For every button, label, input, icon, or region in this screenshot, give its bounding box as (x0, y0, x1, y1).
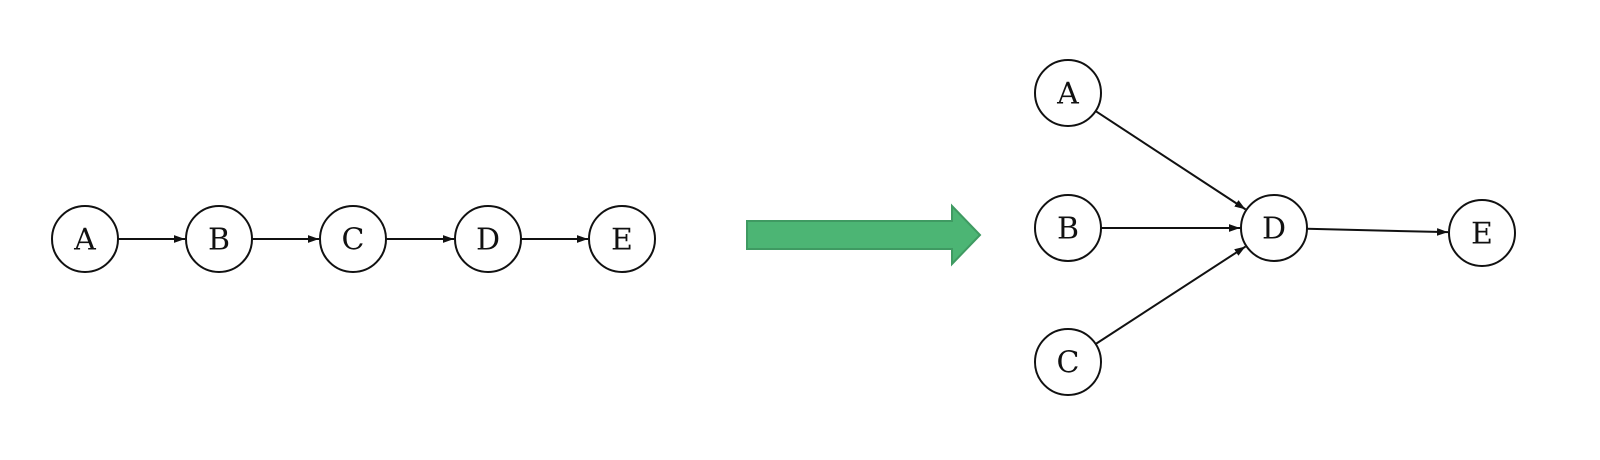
left-node-circle (51, 205, 119, 273)
left-node-label: A (73, 223, 96, 258)
right-node-label: A (1056, 77, 1079, 112)
left-node-d: D (454, 205, 522, 273)
left-node-label: C (342, 223, 365, 258)
right-node-c: C (1034, 328, 1102, 396)
right-node-circle (1034, 328, 1102, 396)
left-node-a: A (51, 205, 119, 273)
left-node-c: C (319, 205, 387, 273)
right-edge-d-e (1306, 227, 1449, 236)
right-edge-c-d (1095, 245, 1247, 345)
right-node-label: D (1262, 212, 1286, 247)
right-node-label: B (1057, 212, 1079, 247)
left-node-circle (319, 205, 387, 273)
right-edge-a-d (1095, 110, 1247, 211)
left-node-e: E (588, 205, 656, 273)
right-node-circle (1034, 194, 1102, 262)
right-merge-graph: A B C D E (1034, 59, 1516, 396)
left-node-label: D (476, 223, 500, 258)
right-node-a: A (1034, 59, 1102, 127)
right-node-circle (1448, 199, 1516, 267)
left-node-circle (588, 205, 656, 273)
right-node-label: C (1057, 346, 1080, 381)
right-node-circle (1240, 194, 1308, 262)
right-node-label: E (1471, 217, 1493, 252)
left-node-label: E (611, 223, 633, 258)
left-node-circle (454, 205, 522, 273)
left-node-b: B (185, 205, 253, 273)
transform-arrow (746, 203, 982, 267)
right-node-d: D (1240, 194, 1308, 262)
right-node-e: E (1448, 199, 1516, 267)
right-node-circle (1034, 59, 1102, 127)
left-chain-graph: A B C D E (51, 205, 656, 273)
left-node-label: B (208, 223, 230, 258)
right-node-b: B (1034, 194, 1102, 262)
left-node-circle (185, 205, 253, 273)
